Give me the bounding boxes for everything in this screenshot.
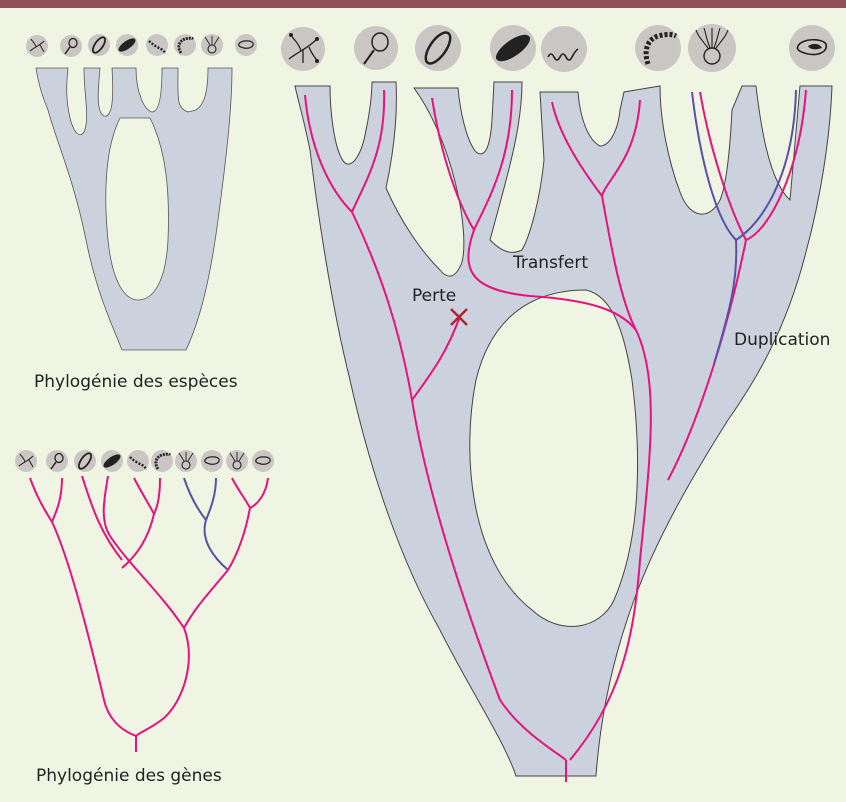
- spoon-shaped-organism-icon: [60, 35, 82, 57]
- flat-cell-icon: [201, 450, 223, 472]
- spoon-shaped-organism-icon: [46, 450, 68, 472]
- spiral-bacterium-icon: [541, 26, 587, 72]
- gene-phylogeny-caption: Phylogénie des gènes: [36, 766, 222, 786]
- gt-branch-10: [232, 478, 250, 508]
- species-tree-large: [295, 82, 832, 776]
- species-tree-large-body: [295, 82, 832, 776]
- species-tree-small-body: [36, 68, 232, 350]
- spiral-bacterium-icon: [146, 34, 168, 56]
- spiral-bacterium-icon: [127, 450, 149, 472]
- branching-organism-icon: [15, 450, 37, 472]
- species-phylogeny-caption: Phylogénie des espèces: [34, 372, 238, 392]
- branching-organism-icon: [281, 27, 325, 71]
- tentacled-organism-icon: [201, 34, 223, 56]
- duplication-label: Duplication: [734, 330, 830, 350]
- gt-branch-8: [122, 514, 154, 568]
- gt-dup-branch-1: [184, 478, 206, 520]
- gt-branch-14: [136, 628, 189, 736]
- gt-dup-branch-2: [206, 478, 216, 520]
- spoon-shaped-organism-icon: [354, 26, 398, 70]
- species-tree-small: [36, 68, 232, 350]
- flat-cell-icon: [789, 25, 835, 71]
- oval-cell-icon: [415, 25, 461, 71]
- dark-rod-cell-icon: [490, 25, 536, 71]
- gt-branch-9: [110, 536, 184, 628]
- gt-branch-7: [154, 478, 160, 514]
- gt-branch-6: [134, 478, 154, 514]
- flat-cell-icon: [235, 34, 257, 56]
- gt-branch-13: [184, 570, 228, 628]
- gt-branch-2: [52, 478, 62, 522]
- dark-rod-cell-icon: [101, 450, 123, 472]
- oval-cell-icon: [88, 34, 110, 56]
- transfer-label: Transfert: [513, 253, 588, 273]
- chain-bacterium-icon: [174, 34, 196, 56]
- tentacled-organism-icon: [175, 450, 197, 472]
- branching-organism-icon: [26, 35, 48, 57]
- gt-dup-branch-3: [205, 520, 228, 570]
- dark-rod-cell-icon: [116, 34, 138, 56]
- flat-cell-icon: [252, 450, 274, 472]
- icon-row-genes-small: [15, 450, 274, 472]
- tentacled-organism-icon: [688, 24, 736, 72]
- tentacled-organism-icon: [226, 450, 248, 472]
- oval-cell-icon: [74, 450, 96, 472]
- icon-row-species-small: [26, 34, 257, 57]
- gt-branch-12: [228, 508, 250, 570]
- gt-branch-5: [104, 476, 110, 536]
- chain-bacterium-icon: [151, 450, 173, 472]
- gt-branch-4: [82, 476, 122, 560]
- chain-bacterium-icon: [635, 25, 681, 71]
- gt-branch-1: [30, 478, 52, 522]
- icon-row-large: [281, 24, 835, 72]
- gt-branch-11: [250, 478, 268, 508]
- gene-tree-small-duplicated: [184, 478, 228, 570]
- loss-label: Perte: [412, 286, 456, 306]
- gene-tree-small: [30, 476, 268, 752]
